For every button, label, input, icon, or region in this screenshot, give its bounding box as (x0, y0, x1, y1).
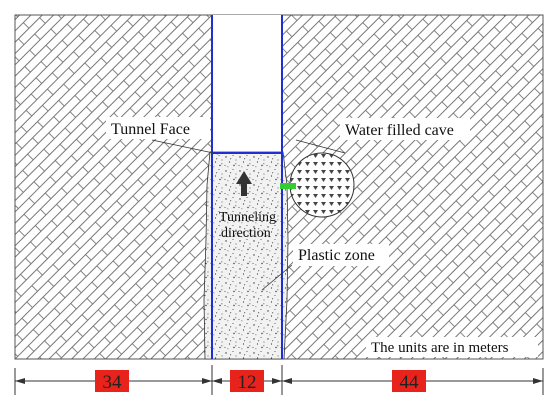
units-note: The units are in meters (371, 340, 509, 356)
dimension-right-value: 44 (400, 372, 420, 393)
dimension-left-value: 34 (103, 372, 123, 393)
dimension-middle-value: 12 (238, 372, 257, 393)
plastic-zone-region (203, 151, 289, 360)
tunnel-face-leader (151, 139, 219, 155)
tunnel-corridor (212, 15, 282, 155)
arrow-up-icon (236, 171, 252, 196)
plastic-zone-leader (261, 264, 293, 291)
water-filled-cave-label: Water filled cave (345, 122, 454, 139)
tunnel-face-label: Tunnel Face (111, 121, 190, 138)
dimension-bar (14, 365, 544, 395)
plastic-zone-label: Plastic zone (298, 247, 375, 264)
tunneling-direction-label-line1: Tunneling (219, 210, 276, 225)
rock-pillar-marker (280, 183, 296, 189)
dimension-right-box (392, 370, 426, 392)
water-filled-cave (289, 152, 355, 218)
cave-leader (295, 139, 346, 154)
tunneling-direction-label-line2: direction (221, 226, 271, 241)
dimension-left-box (95, 370, 129, 392)
dimension-middle-box (230, 370, 264, 392)
